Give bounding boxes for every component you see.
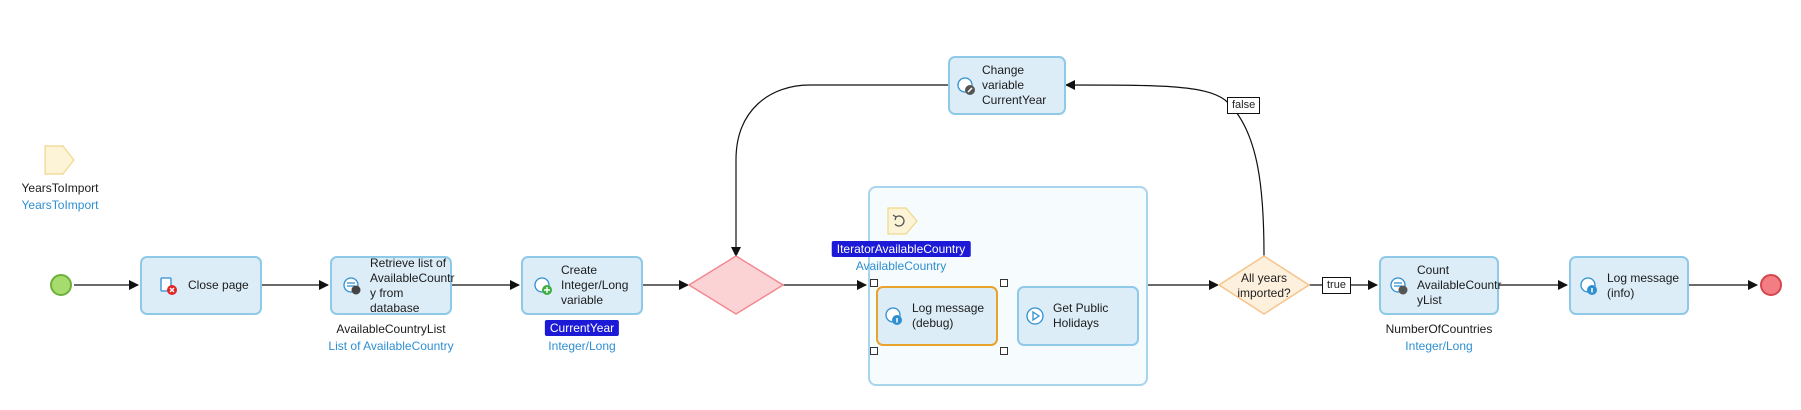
selection-handle[interactable] [870,279,878,287]
count-label: Count AvailableCountr yList [1417,263,1502,307]
flow-false-to-change[interactable] [1065,80,1265,257]
loop-icon [887,207,918,235]
iterator-name: IteratorAvailableCountry [831,241,971,257]
retrieve-output-name: AvailableCountryList [336,322,446,336]
count-output-name: NumberOfCountries [1385,322,1493,336]
selection-handle[interactable] [870,347,878,355]
create-variable-output-type: Integer/Long [548,339,616,353]
selection-handle[interactable] [1000,279,1008,287]
change-variable-icon [956,76,976,96]
log-info-icon [1579,276,1599,296]
get-public-holidays-activity[interactable]: Get Public Holidays [1017,286,1139,346]
false-flow-label: false [1227,97,1261,114]
start-event[interactable] [50,274,72,296]
microflow-call-icon [1025,306,1045,326]
decision-label: All years imported? [1237,271,1291,300]
log-info-activity[interactable]: Log message (info) [1569,256,1689,315]
iterator-type: AvailableCountry [855,259,947,273]
log-debug-activity[interactable]: Log message (debug) [876,286,998,346]
merge-gateway[interactable] [687,255,785,315]
create-variable-activity[interactable]: Create Integer/Long variable [521,256,643,315]
log-info-label: Log message (info) [1607,270,1680,300]
retrieve-output-type: List of AvailableCountry [328,339,454,353]
retrieve-icon [342,276,362,296]
parameter-type: YearsToImport [21,198,99,212]
true-flow-label: true [1322,277,1351,294]
count-activity[interactable]: Count AvailableCountr yList [1379,256,1502,315]
count-output-type: Integer/Long [1405,339,1473,353]
create-variable-output-name: CurrentYear [544,320,620,336]
decision-gateway[interactable] [1217,255,1311,315]
change-variable-activity[interactable]: Change variable CurrentYear [948,56,1066,115]
parameter-name: YearsToImport [21,181,99,195]
create-variable-label: Create Integer/Long variable [561,263,629,307]
end-event[interactable] [1760,274,1782,296]
close-page-icon [158,276,178,296]
flow-change-to-merge[interactable] [731,84,948,257]
parameter-icon[interactable] [43,144,77,178]
create-variable-icon [533,276,553,296]
get-public-holidays-label: Get Public Holidays [1053,301,1109,330]
selection-handle[interactable] [1000,347,1008,355]
retrieve-label: Retrieve list of AvailableCountr y from … [370,255,455,315]
log-info-icon [884,306,904,326]
retrieve-activity[interactable]: Retrieve list of AvailableCountr y from … [330,255,455,315]
close-page-label: Close page [188,278,249,292]
aggregate-icon [1389,276,1409,296]
change-variable-label: Change variable CurrentYear [982,63,1047,107]
close-page-activity[interactable]: Close page [140,256,262,315]
log-debug-label: Log message (debug) [912,301,985,330]
